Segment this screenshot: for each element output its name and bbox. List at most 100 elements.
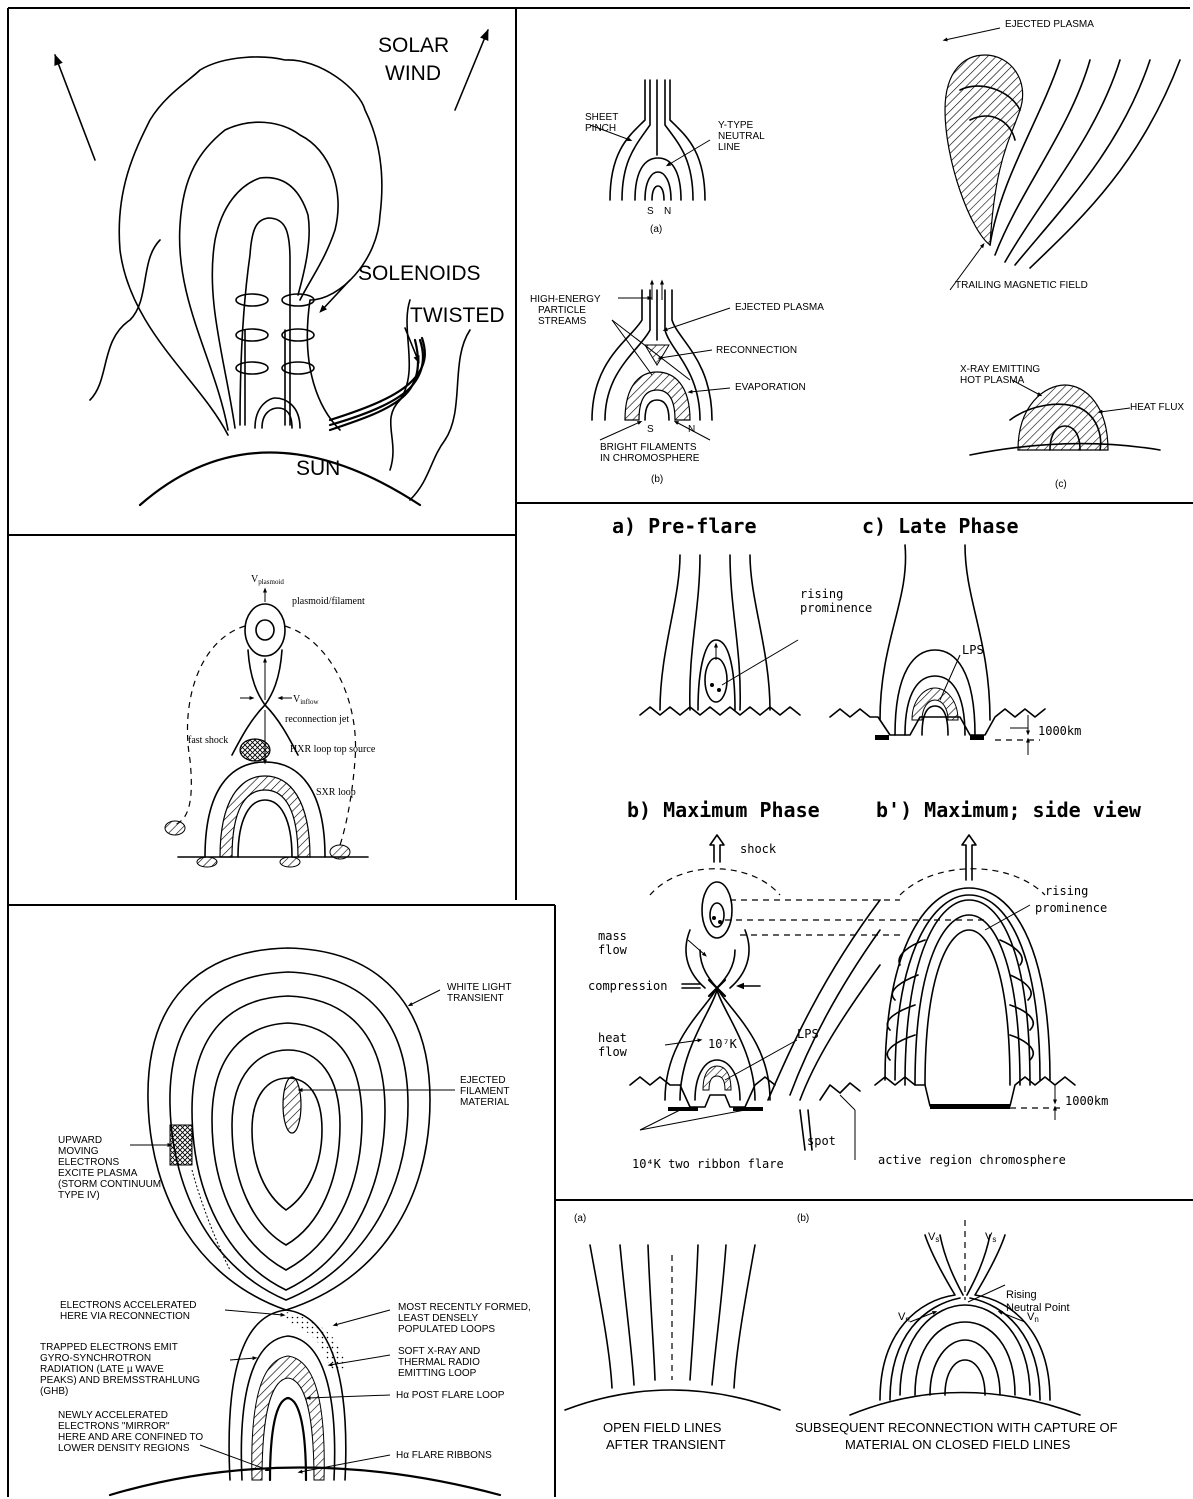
label-mass-1: mass <box>598 929 627 943</box>
label-km-c: 1000km <box>1038 724 1081 738</box>
solenoid-coils <box>236 294 314 374</box>
label-rising-neutral-2: Neutral Point <box>1006 1302 1070 1314</box>
label-chromosphere: active region chromosphere <box>878 1153 1066 1167</box>
label-heat-2: flow <box>598 1045 628 1059</box>
label-upward-5: (STORM CONTINUUM <box>58 1179 161 1190</box>
ejected-filament <box>283 1077 301 1133</box>
label-rising-1: rising <box>800 587 843 601</box>
pre-flare-diagram: rising prominence <box>640 555 872 715</box>
label-sheet-2: PINCH <box>585 123 616 134</box>
label-recent-2: LEAST DENSELY <box>398 1313 479 1324</box>
label-soft-1: SOFT X-RAY AND <box>398 1346 480 1357</box>
label-open-1: OPEN FIELD LINES <box>603 1420 722 1435</box>
label-panel-a: (a) <box>650 224 662 235</box>
label-subseq-1: SUBSEQUENT RECONNECTION WITH CAPTURE OF <box>795 1420 1118 1435</box>
label-sun: SUN <box>296 457 340 480</box>
heading-pre-flare: a) Pre-flare <box>612 514 757 538</box>
twisted-rope <box>330 338 425 430</box>
csh-c: EJECTED PLASMA TRAILING MAGNETIC FIELD X… <box>945 19 1184 490</box>
label-soft-2: THERMAL RADIO <box>398 1357 480 1368</box>
label-solenoids: SOLENOIDS <box>358 262 481 285</box>
label-sxr-loop: SXR loop <box>316 787 356 798</box>
label-upward-2: MOVING <box>58 1146 99 1157</box>
side-view-diagram: rising prominence 1000km <box>875 835 1108 1120</box>
label-sheet-1: SHEET <box>585 112 618 123</box>
label-shock: shock <box>740 842 777 856</box>
open-a-diagram: OPEN FIELD LINES AFTER TRANSIENT <box>565 1245 780 1452</box>
panel-frames <box>8 8 1193 1497</box>
label-upward-4: EXCITE PLASMA <box>58 1168 138 1179</box>
label-recent-1: MOST RECENTLY FORMED, <box>398 1302 531 1313</box>
label-white-light-1: WHITE LIGHT <box>447 982 511 993</box>
label-temp-10-7: 10⁷K <box>708 1037 738 1051</box>
label-rising-b1: rising <box>1045 884 1088 898</box>
panel-open: (a) (b) OPEN FIELD LINES AFTER TRANSIENT <box>565 1213 1118 1452</box>
csh-b: HIGH-ENERGY PARTICLE STREAMS EJECTED PLA… <box>530 282 824 485</box>
label-trapped-5: (GHB) <box>40 1386 68 1397</box>
footpoint-4 <box>330 845 350 859</box>
label-n-b: N <box>688 424 695 435</box>
lower-loops <box>229 1310 346 1480</box>
label-s-a: S <box>647 206 654 217</box>
label-s-b: S <box>647 424 654 435</box>
label-rising-neutral-1: Rising <box>1006 1289 1037 1301</box>
label-accel-2: HERE VIA RECONNECTION <box>60 1311 190 1322</box>
label-panel-b: (b) <box>651 474 663 485</box>
label-solar-wind-2: WIND <box>385 62 441 85</box>
label-trapped-1: TRAPPED ELECTRONS EMIT <box>40 1342 178 1353</box>
panel-transient: WHITE LIGHT TRANSIENT EJECTED FILAMENT M… <box>40 948 531 1495</box>
label-trailing: TRAILING MAGNETIC FIELD <box>955 280 1088 291</box>
label-ejected-2: FILAMENT <box>460 1086 509 1097</box>
label-heat-flux: HEAT FLUX <box>1130 402 1184 413</box>
label-open-b: (b) <box>797 1213 809 1224</box>
label-ejected-plasma-c: EJECTED PLASMA <box>1005 19 1094 30</box>
label-upward-3: ELECTRONS <box>58 1157 119 1168</box>
label-bright-2: IN CHROMOSPHERE <box>600 453 700 464</box>
panel-phases: a) Pre-flare c) Late Phase rising promin… <box>588 514 1142 1171</box>
label-km-b: 1000km <box>1065 1094 1108 1108</box>
wavy-envelopes <box>119 57 382 435</box>
label-v-inflow: Vinflow <box>293 694 319 706</box>
label-ytype-3: LINE <box>718 142 741 153</box>
label-lps-b: LPS <box>797 1027 819 1041</box>
sun-limb <box>140 453 420 506</box>
ejected-plasma-blob <box>945 55 1023 245</box>
label-twisted: TWISTED <box>410 304 505 327</box>
label-fast-shock: fast shock <box>188 735 228 746</box>
sxr-loop <box>205 762 325 857</box>
csh-a: SHEET PINCH Y-TYPE NEUTRAL LINE S N (a) <box>585 80 765 235</box>
label-reconnection-jet: reconnection jet <box>285 714 349 725</box>
label-ejected-plasma-b: EJECTED PLASMA <box>735 302 824 313</box>
footpoint-3 <box>280 857 300 867</box>
solenoid-pointer <box>322 280 350 310</box>
max-phase-diagram: shock mass flow compression heat flow 10… <box>588 835 1066 1171</box>
heading-max-side: b') Maximum; side view <box>876 798 1142 822</box>
solar-wind-arrow-right <box>455 30 488 110</box>
label-trapped-3: RADIATION (LATE µ WAVE <box>40 1364 164 1375</box>
label-mass-2: flow <box>598 943 628 957</box>
plasmoid-inner <box>256 620 274 640</box>
footpoint-2 <box>197 857 217 867</box>
label-v-plasmoid: Vplasmoid <box>251 574 284 586</box>
label-recent-3: POPULATED LOOPS <box>398 1324 495 1335</box>
label-newly-3: HERE AND ARE CONFINED TO <box>58 1432 203 1443</box>
label-ha-post: Hα POST FLARE LOOP <box>396 1390 505 1401</box>
label-vn-1: Vn <box>898 1311 910 1324</box>
hxr-source <box>240 739 270 761</box>
label-xray-2: HOT PLASMA <box>960 375 1025 386</box>
label-open-2: AFTER TRANSIENT <box>606 1437 726 1452</box>
label-spot: spot <box>807 1134 836 1148</box>
label-ytype-1: Y-TYPE <box>718 120 754 131</box>
label-high-2: PARTICLE <box>538 305 586 316</box>
label-reconnection: RECONNECTION <box>716 345 797 356</box>
late-phase-diagram: LPS 1000km <box>830 545 1081 755</box>
label-subseq-2: MATERIAL ON CLOSED FIELD LINES <box>845 1437 1071 1452</box>
label-upward-1: UPWARD <box>58 1135 102 1146</box>
storm-continuum-region <box>170 1125 192 1165</box>
label-high-1: HIGH-ENERGY <box>530 294 601 305</box>
panel-csh: SHEET PINCH Y-TYPE NEUTRAL LINE S N (a) <box>530 19 1184 490</box>
label-rising-2: prominence <box>800 601 872 615</box>
label-compression: compression <box>588 979 667 993</box>
